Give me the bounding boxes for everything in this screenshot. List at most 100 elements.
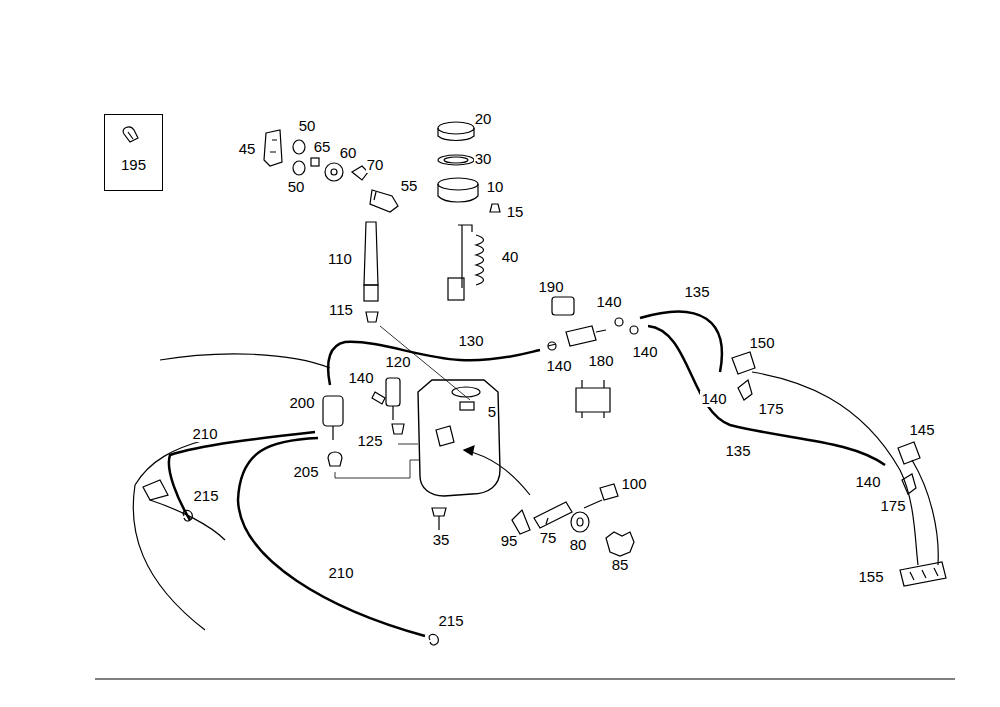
callout-number: 195 — [105, 157, 162, 173]
sleeve — [552, 297, 574, 315]
impeller — [325, 163, 343, 181]
callout-number: 110 — [327, 251, 353, 267]
callout-number: 100 — [620, 476, 647, 492]
callout-number: 50 — [298, 118, 317, 134]
seal-ring — [293, 140, 305, 154]
callout-number: 15 — [506, 204, 525, 220]
callout-number: 5 — [487, 404, 497, 420]
retainer — [512, 510, 530, 534]
grommet — [392, 424, 404, 434]
filler-neck — [438, 178, 478, 190]
assembly-arrow — [464, 450, 530, 495]
callout-number: 215 — [192, 488, 219, 504]
callout-number: 35 — [432, 532, 451, 548]
washer-nozzle — [898, 442, 920, 464]
knob-nut — [606, 532, 634, 556]
callout-number: 135 — [724, 443, 751, 459]
reservoir-port — [460, 402, 474, 410]
grommet — [490, 204, 500, 212]
callout-number: 140 — [347, 370, 374, 386]
callout-number: 155 — [857, 569, 884, 585]
callout-number: 140 — [700, 391, 727, 407]
hose-clamp — [630, 326, 638, 334]
callout-number: 215 — [437, 613, 464, 629]
pump-bracket — [264, 130, 282, 166]
sensor-plug — [448, 278, 464, 300]
callout-number: 140 — [631, 344, 658, 360]
callout-number: 190 — [537, 279, 564, 295]
seal-ring — [444, 157, 468, 163]
callout-number: 140 — [595, 294, 622, 310]
callout-number: 150 — [748, 335, 775, 351]
hose — [328, 342, 540, 385]
callout-number: 200 — [288, 395, 315, 411]
hose — [648, 326, 885, 465]
mount-bracket — [534, 502, 572, 528]
callout-number: 60 — [339, 145, 358, 161]
body-outline — [160, 354, 330, 368]
heater-coil — [476, 235, 484, 285]
callout-number: 10 — [486, 179, 505, 195]
screw — [584, 484, 618, 508]
hose-clamp — [615, 318, 623, 326]
nozzle-jet — [902, 474, 916, 494]
washer-nozzle — [732, 352, 755, 374]
callout-number: 70 — [366, 157, 385, 173]
leader-line — [335, 460, 420, 478]
clip-icon — [123, 127, 138, 142]
body-outline — [143, 480, 168, 500]
hose — [640, 312, 722, 372]
callout-number: 135 — [683, 284, 710, 300]
washer-pump — [386, 378, 400, 406]
callout-number: 210 — [327, 565, 354, 581]
nut — [311, 158, 319, 166]
nozzle-jet — [738, 380, 752, 400]
callout-number: 30 — [474, 151, 493, 167]
body-outline — [150, 500, 225, 540]
check-valve — [548, 326, 606, 346]
callout-number: 125 — [356, 433, 383, 449]
valve-holder — [576, 380, 610, 418]
seal-ring — [293, 161, 305, 175]
washer — [577, 518, 583, 526]
callout-number: 145 — [908, 422, 935, 438]
callout-number: 180 — [587, 353, 614, 369]
filler-cap — [438, 122, 474, 134]
callout-number: 45 — [238, 141, 257, 157]
washer-pump — [392, 406, 393, 420]
seal-ring — [438, 155, 474, 165]
callout-number: 115 — [328, 302, 354, 318]
callout-number: 175 — [879, 498, 906, 514]
impeller — [331, 169, 337, 175]
washer — [571, 512, 589, 532]
callout-number: 80 — [569, 537, 588, 553]
hose-clamp — [372, 392, 385, 404]
callout-number: 75 — [539, 530, 558, 546]
washer-reservoir — [418, 380, 500, 496]
leader-line — [398, 444, 418, 445]
rule-line — [95, 679, 955, 680]
callout-number: 65 — [313, 139, 332, 155]
mount-bolt — [432, 508, 446, 530]
callout-box: 195 — [104, 114, 163, 191]
hose-clip — [429, 634, 438, 645]
callout-number: 95 — [500, 533, 519, 549]
callout-number: 205 — [292, 464, 319, 480]
callout-number: 140 — [854, 474, 881, 490]
callout-number: 120 — [384, 354, 411, 370]
hose — [238, 438, 425, 636]
callout-number: 40 — [501, 249, 520, 265]
hose-clip — [183, 510, 192, 521]
washer-pump — [332, 426, 333, 440]
callout-number: 50 — [287, 179, 306, 195]
callout-number: 130 — [457, 333, 484, 349]
hose-connector — [370, 190, 398, 212]
callout-number: 20 — [474, 111, 493, 127]
assembly-arrow — [464, 446, 474, 455]
reservoir-neck — [452, 387, 480, 397]
grommet — [366, 312, 378, 322]
wire — [752, 372, 938, 565]
callout-number: 85 — [611, 557, 630, 573]
